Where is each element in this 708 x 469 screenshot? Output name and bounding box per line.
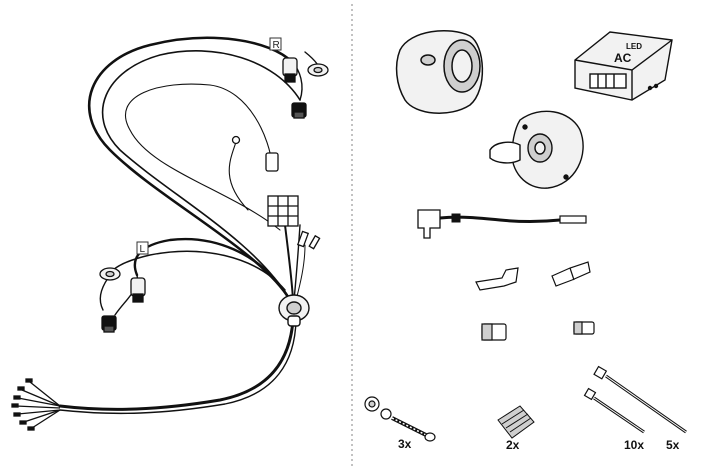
tag-right-label: R [273,40,280,51]
tag-left-label: L [140,244,146,255]
led-module-text: LED [626,42,642,51]
contact-switch-cable [417,209,587,239]
led-module [574,31,673,101]
flat-connector-female [551,261,591,287]
middle-connectors [231,135,279,172]
main-connector-block [267,195,321,250]
trailer-socket [395,30,484,114]
tag-right-box [269,37,282,51]
cable-tie-long [593,365,687,434]
harness-grommet [278,294,310,327]
qty-screws: 3x [398,437,412,451]
qty-cable-ties-short: 10x [624,438,644,452]
loose-wire-ends [11,378,61,431]
right-lamp-connectors [282,57,329,119]
connector-housing-large [481,323,507,341]
screw-set [364,396,436,442]
connector-housing-small [573,321,595,335]
left-lamp-connectors [99,267,146,333]
adhesive-pads [497,405,535,439]
led-module-badge: AC [614,51,632,65]
cable-tie-short [583,387,645,434]
tag-left-box [136,241,149,255]
socket-mounting-plate [489,110,584,189]
flat-connector-male [475,267,519,291]
qty-pads: 2x [506,438,520,452]
qty-cable-ties-long: 5x [666,438,680,452]
